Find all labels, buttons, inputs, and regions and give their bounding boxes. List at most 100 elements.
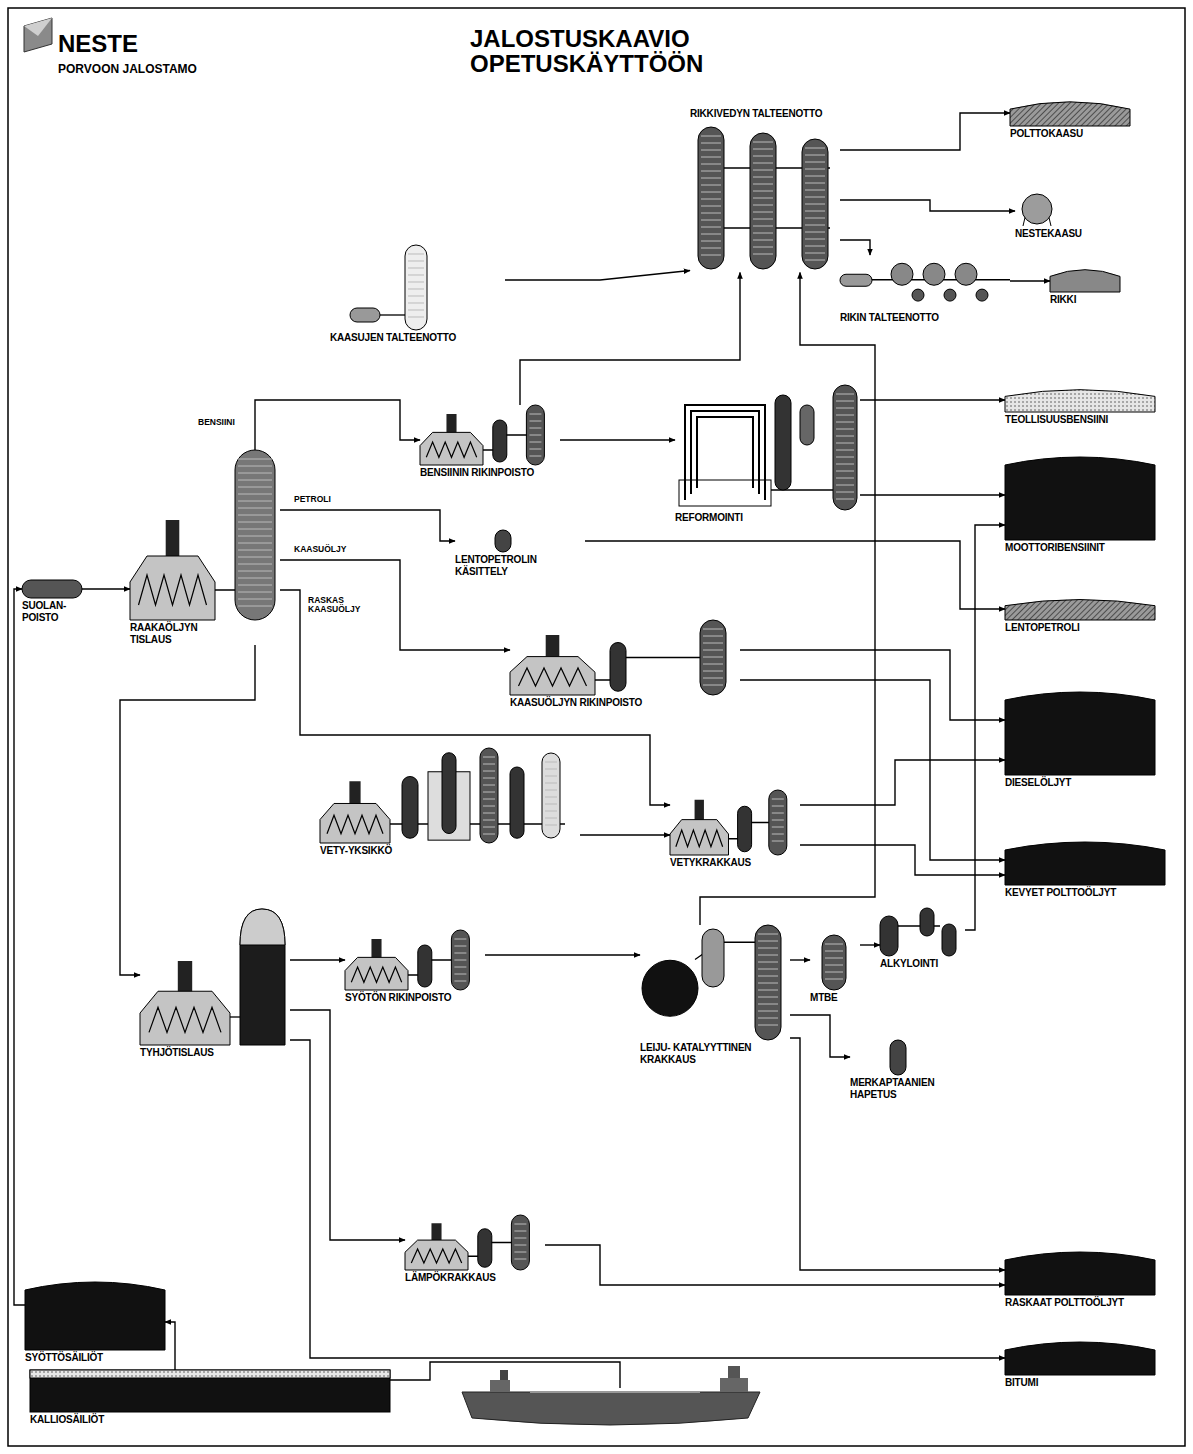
flow-line <box>82 588 130 589</box>
stream-label: KAASUÖLJY <box>292 545 348 554</box>
vessel <box>880 916 898 956</box>
product-tank <box>1005 390 1155 412</box>
process-unit: SYÖTÖN RIKINPOISTO <box>345 930 485 1004</box>
flow-line <box>165 1322 175 1370</box>
unit-label: VETY-YKSIKKÖ <box>320 843 580 857</box>
unit-label: RIKKI <box>1050 292 1120 306</box>
vacuum-column <box>240 909 285 1045</box>
column-tray <box>483 764 495 765</box>
column-tray <box>238 557 272 558</box>
unit-illustration <box>1005 1340 1155 1375</box>
flow-line <box>280 510 455 541</box>
column-tray <box>701 184 721 185</box>
furnace-coil <box>139 575 207 605</box>
column-tray <box>514 1252 526 1253</box>
column <box>700 620 726 695</box>
reformer-heater <box>691 411 759 494</box>
column-tray <box>238 564 272 565</box>
unit-label: LÄMPÖKRAKKAUS <box>405 1270 545 1284</box>
vessel <box>350 308 380 322</box>
column-tray <box>701 170 721 171</box>
unit-icon <box>330 245 505 330</box>
vessel <box>944 289 956 301</box>
unit-illustration <box>140 905 290 1045</box>
process-unit: REFORMOINTI <box>675 385 860 524</box>
column-tray <box>758 997 778 998</box>
unit-icon <box>25 1280 165 1350</box>
column-tray <box>701 135 721 136</box>
unit-illustration <box>510 620 740 695</box>
flow-line <box>800 845 1005 875</box>
reformer-heater-box <box>679 480 771 506</box>
column-tray <box>238 487 272 488</box>
product-tank <box>1050 270 1120 292</box>
process-unit: VETYKRAKKAUS <box>670 790 800 869</box>
flow-line <box>120 645 255 975</box>
column-tray <box>805 210 825 211</box>
vacuum-column-top <box>240 909 285 945</box>
column-tray <box>758 976 778 977</box>
product-tank <box>1005 600 1155 620</box>
unit-label: DIESELÖLJYT <box>1005 775 1155 789</box>
unit-illustration <box>840 255 1010 310</box>
column-tray <box>805 161 825 162</box>
unit-label: REFORMOINTI <box>675 510 860 524</box>
unit-illustration <box>1005 598 1155 620</box>
column-tray <box>238 606 272 607</box>
column-tray <box>238 508 272 509</box>
flow-line <box>290 1010 405 1240</box>
flow-line <box>580 834 670 835</box>
flow-line <box>505 271 690 281</box>
vessel <box>912 289 924 301</box>
column-tray <box>753 218 773 219</box>
column-tray <box>454 960 466 961</box>
column-tray <box>753 183 773 184</box>
column-tray <box>408 282 424 283</box>
unit-label: KEVYET POLTTOÖLJYT <box>1005 885 1165 899</box>
product-tank: RASKAAT POLTTOÖLJYT <box>1005 1250 1155 1309</box>
column-tray <box>701 247 721 248</box>
product-tank: TEOLLISUUSBENSIINI <box>1005 388 1155 426</box>
product-tank: SYÖTTÖSÄILIÖT <box>25 1280 165 1364</box>
process-unit: LENTOPETROLIN KÄSITTELY <box>455 530 585 577</box>
column-tray <box>753 190 773 191</box>
column-tray <box>772 834 784 835</box>
column-tray <box>805 231 825 232</box>
lpg-sphere <box>1022 194 1052 224</box>
reformer-heater <box>697 417 753 488</box>
vessel <box>493 420 507 462</box>
unit-icon <box>455 530 585 552</box>
flow-line <box>740 650 1005 720</box>
column-tray <box>753 176 773 177</box>
vessel <box>920 908 934 936</box>
column-tray <box>529 428 541 429</box>
column-tray <box>238 550 272 551</box>
column <box>542 753 560 838</box>
column-tray <box>483 778 495 779</box>
column <box>698 127 724 269</box>
column-tray <box>703 650 723 651</box>
unit-illustration <box>420 405 560 465</box>
column-tray <box>529 414 541 415</box>
unit-label: BENSIININ RIKINPOISTO <box>420 465 560 479</box>
column-tray <box>701 233 721 234</box>
column-tray <box>454 981 466 982</box>
furnace-coil <box>327 815 383 834</box>
column-tray <box>238 599 272 600</box>
vessel <box>510 767 524 838</box>
unit-label: RASKAAT POLTTOÖLJYT <box>1005 1295 1155 1309</box>
unit-icon <box>320 748 580 843</box>
vessel <box>22 580 82 598</box>
column-tray <box>408 310 424 311</box>
flow-line <box>790 1015 850 1057</box>
column-tray <box>805 245 825 246</box>
column-tray <box>545 804 557 805</box>
process-unit: KALLIOSÄILIÖT <box>30 1370 390 1426</box>
product-tank <box>1005 842 1165 885</box>
column-tray <box>805 189 825 190</box>
unit-label: LENTOPETROLIN KÄSITTELY <box>455 552 585 577</box>
product-tank: KEVYET POLTTOÖLJYT <box>1005 840 1165 899</box>
fcc-regenerator <box>642 960 698 1016</box>
flow-line <box>860 494 1005 495</box>
column-tray <box>805 154 825 155</box>
